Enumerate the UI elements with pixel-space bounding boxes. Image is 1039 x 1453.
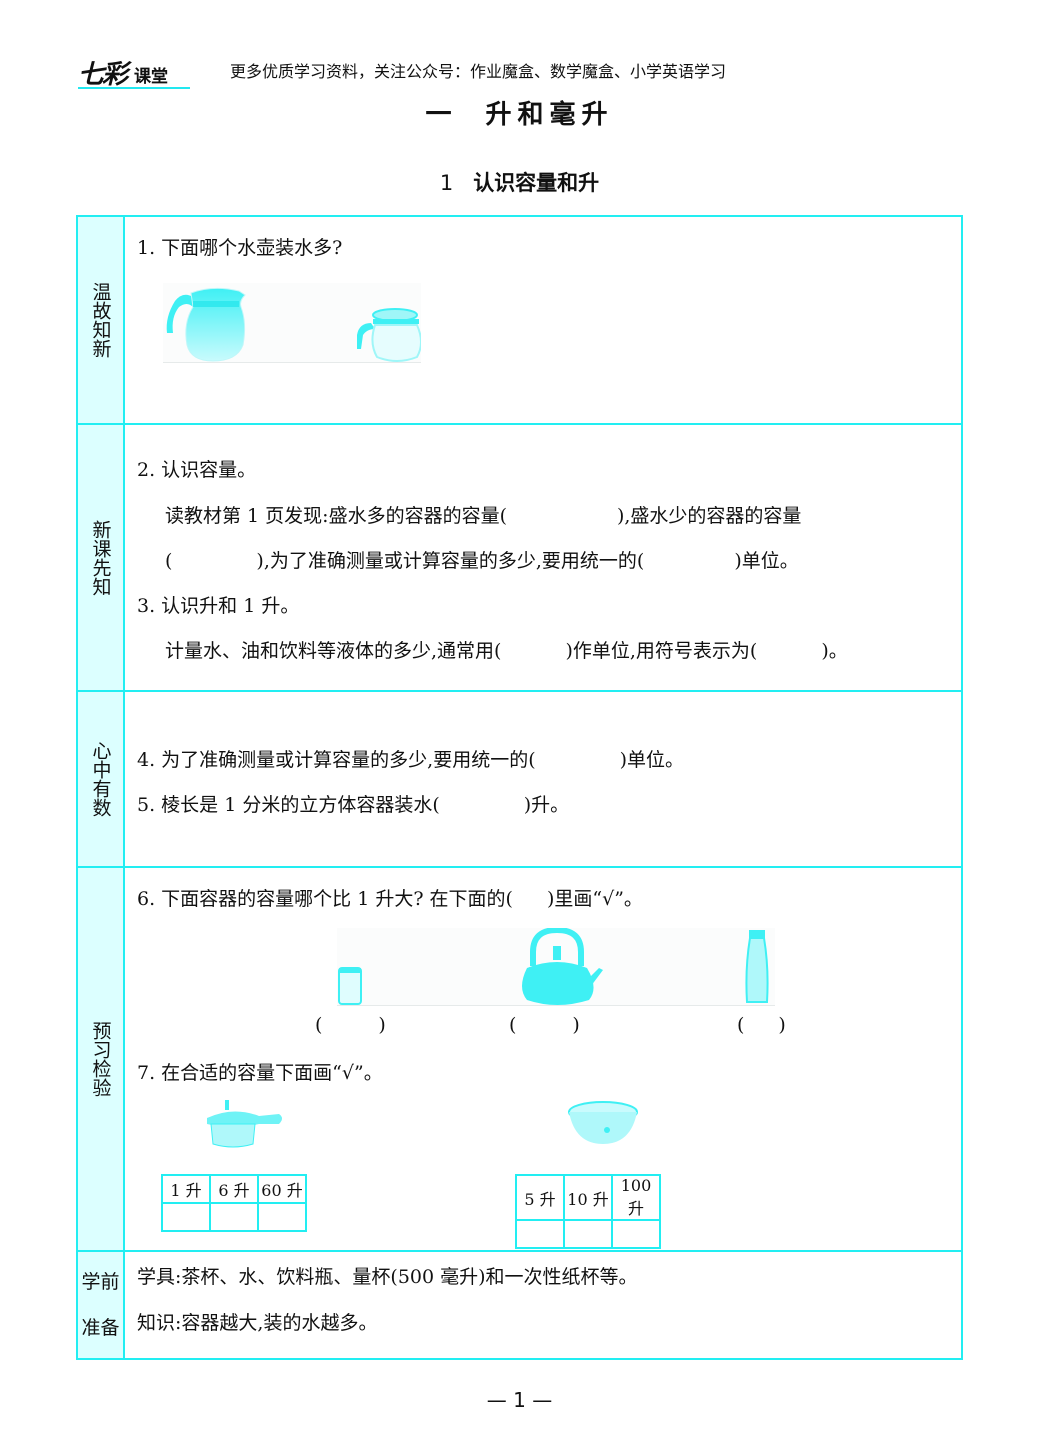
- question-4: 4. 为了准确测量或计算容量的多少,要用统一的( )单位。: [137, 745, 684, 772]
- text-segment: )里画“√”。: [546, 888, 643, 910]
- side-label: 温故知新: [89, 282, 112, 358]
- basin-icon: [568, 1101, 638, 1144]
- side-label-cell: 心中有数: [78, 692, 125, 866]
- row-content: 6. 下面容器的容量哪个比 1 升大? 在下面的( )里画“√”。: [125, 868, 961, 1250]
- paren-close: ): [778, 1014, 786, 1036]
- text-segment: 4. 为了准确测量或计算容量的多少,要用统一的(: [137, 749, 536, 771]
- section-name: 认识容量和升: [473, 171, 600, 195]
- question-2-title: 2. 认识容量。: [137, 459, 257, 481]
- text-segment: )单位。: [619, 749, 685, 771]
- option-5-liter: 5 升: [515, 1174, 565, 1221]
- side-label-line-2: 准备: [81, 1317, 120, 1339]
- small-jar-icon: [338, 967, 362, 1005]
- row-preparation: 学前 准备 学具:茶杯、水、饮料瓶、量杯(500 毫升)和一次性纸杯等。 知识:…: [78, 1250, 961, 1358]
- side-label-line-1: 学前: [81, 1271, 120, 1293]
- text-segment: )升。: [523, 794, 570, 816]
- question-6: 6. 下面容器的容量哪个比 1 升大? 在下面的( )里画“√”。: [137, 884, 643, 911]
- section-title: 1 认识容量和升: [0, 167, 1039, 197]
- page-header: 七彩 课堂 更多优质学习资料，关注公众号：作业魔盒、数学魔盒、小学英语学习: [76, 52, 976, 92]
- side-label-cell: 新课先知: [78, 425, 125, 690]
- pitchers-image: [163, 283, 421, 363]
- bottle-icon: [745, 930, 769, 1003]
- check-cell[interactable]: [515, 1219, 565, 1249]
- containers-image: [337, 928, 775, 1006]
- row-content: 2. 认识容量。 读教材第 1 页发现:盛水多的容器的容量( ),盛水少的容器的容…: [125, 425, 961, 690]
- text-segment: )。: [821, 640, 848, 662]
- prep-knowledge: 知识:容器越大,装的水越多。: [137, 1312, 378, 1334]
- promo-text: 更多优质学习资料，关注公众号：作业魔盒、数学魔盒、小学英语学习: [230, 62, 727, 81]
- side-label: 预习检验: [89, 1021, 112, 1097]
- row-preview-test: 预习检验 6. 下面容器的容量哪个比 1 升大? 在下面的( )里画“√”。: [78, 866, 961, 1250]
- logo: 七彩 课堂: [76, 52, 192, 90]
- worksheet-table: 温故知新 1. 下面哪个水壶装水多?: [76, 215, 963, 1360]
- small-coffee-pot-icon: [357, 308, 421, 362]
- text-segment: ),为了准确测量或计算容量的多少,要用统一的(: [256, 550, 645, 572]
- text-segment: 5. 棱长是 1 分米的立方体容器装水(: [137, 794, 440, 816]
- question-1: 1. 下面哪个水壶装水多?: [137, 237, 343, 259]
- kettle-icon: [522, 928, 603, 1005]
- text-segment: ),盛水少的容器的容量: [616, 505, 802, 527]
- question-5: 5. 棱长是 1 分米的立方体容器装水( )升。: [137, 790, 569, 817]
- text-segment: (: [165, 550, 173, 572]
- capacity-choice-table-cooker: 1 升 6 升 60 升: [161, 1174, 307, 1232]
- check-cell[interactable]: [161, 1202, 211, 1232]
- option-100-liter: 100 升: [611, 1174, 661, 1221]
- text-segment: 读教材第 1 页发现:盛水多的容器的容量(: [165, 505, 507, 527]
- answer-paren-jar[interactable]: (): [315, 1014, 386, 1036]
- side-label: 心中有数: [89, 741, 112, 817]
- question-7: 7. 在合适的容量下面画“√”。: [137, 1062, 383, 1084]
- text-segment: 计量水、油和饮料等液体的多少,通常用(: [165, 640, 502, 662]
- paren-open: (: [509, 1014, 517, 1036]
- answer-paren-kettle[interactable]: (): [509, 1014, 580, 1036]
- paren-close: ): [572, 1014, 580, 1036]
- question-3-line: 计量水、油和饮料等液体的多少,通常用( )作单位,用符号表示为( )。: [165, 636, 848, 663]
- check-cell[interactable]: [563, 1219, 613, 1249]
- section-number: 1: [439, 171, 454, 195]
- text-segment: 6. 下面容器的容量哪个比 1 升大? 在下面的(: [137, 888, 513, 910]
- side-label-cell: 预习检验: [78, 868, 125, 1250]
- check-cell[interactable]: [209, 1202, 259, 1232]
- option-60-liter: 60 升: [257, 1174, 307, 1204]
- option-10-liter: 10 升: [563, 1174, 613, 1221]
- row-new-lesson: 新课先知 2. 认识容量。 读教材第 1 页发现:盛水多的容器的容量( ),盛水少…: [78, 423, 961, 690]
- text-segment: )单位。: [734, 550, 799, 572]
- option-1-liter: 1 升: [161, 1174, 211, 1204]
- row-content: 学具:茶杯、水、饮料瓶、量杯(500 毫升)和一次性纸杯等。 知识:容器越大,装…: [125, 1252, 961, 1358]
- side-label-cell: 学前 准备: [78, 1252, 125, 1358]
- row-mental-check: 心中有数 4. 为了准确测量或计算容量的多少,要用统一的( )单位。 5. 棱长是…: [78, 690, 961, 866]
- chapter-number: 一: [425, 100, 458, 130]
- chapter-name: 升和毫升: [485, 100, 614, 130]
- logo-main-text: 七彩: [78, 60, 128, 90]
- row-review: 温故知新 1. 下面哪个水壶装水多?: [78, 217, 961, 423]
- side-label-cell: 温故知新: [78, 217, 125, 423]
- paren-open: (: [737, 1014, 745, 1036]
- text-segment: )作单位,用符号表示为(: [565, 640, 758, 662]
- question-2-line-2: ( ),为了准确测量或计算容量的多少,要用统一的( )单位。: [165, 546, 799, 573]
- row-content: 4. 为了准确测量或计算容量的多少,要用统一的( )单位。 5. 棱长是 1 分米…: [125, 692, 961, 866]
- chapter-title: 一升和毫升: [0, 94, 1039, 131]
- large-pitcher-icon: [166, 287, 421, 362]
- check-cell[interactable]: [611, 1219, 661, 1249]
- pressure-cooker-icon: [207, 1100, 282, 1148]
- paren-close: ): [378, 1014, 386, 1036]
- check-cell[interactable]: [257, 1202, 307, 1232]
- logo-underline: [78, 87, 190, 89]
- answer-paren-bottle[interactable]: (): [737, 1014, 786, 1036]
- page-number: — 1 —: [486, 1388, 553, 1412]
- question-2-line-1: 读教材第 1 页发现:盛水多的容器的容量( ),盛水少的容器的容量: [165, 501, 801, 528]
- side-label: 新课先知: [89, 519, 112, 596]
- question-3-title: 3. 认识升和 1 升。: [137, 595, 300, 617]
- row-content: 1. 下面哪个水壶装水多?: [125, 217, 961, 423]
- prep-tools: 学具:茶杯、水、饮料瓶、量杯(500 毫升)和一次性纸杯等。: [137, 1266, 638, 1288]
- option-6-liter: 6 升: [209, 1174, 259, 1204]
- logo-sub-text: 课堂: [134, 67, 168, 87]
- capacity-choice-table-basin: 5 升 10 升 100 升: [515, 1174, 661, 1249]
- paren-open: (: [315, 1014, 323, 1036]
